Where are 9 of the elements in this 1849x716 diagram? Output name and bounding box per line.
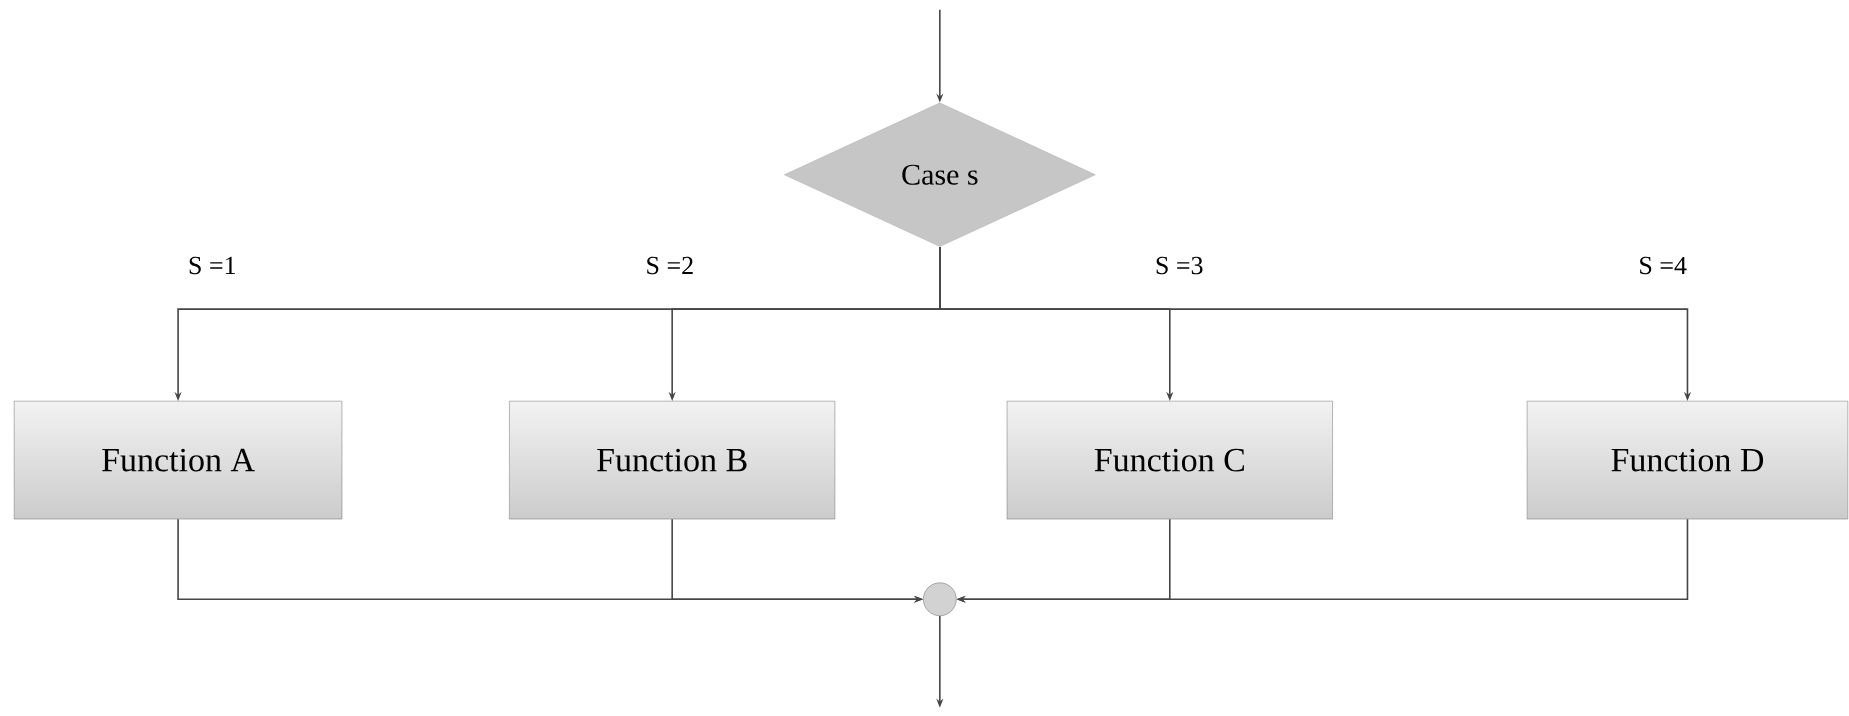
connector-circle (923, 582, 957, 616)
process-box: Function D (1526, 400, 1848, 520)
edge-label: S =3 (1152, 254, 1206, 277)
process-box: Function A (13, 400, 343, 520)
edge-label: S =2 (643, 254, 697, 277)
process-box: Function B (509, 400, 836, 520)
process-box: Function C (1006, 400, 1333, 520)
edge-label: S =1 (185, 254, 239, 277)
edge-label: S =4 (1636, 254, 1689, 277)
